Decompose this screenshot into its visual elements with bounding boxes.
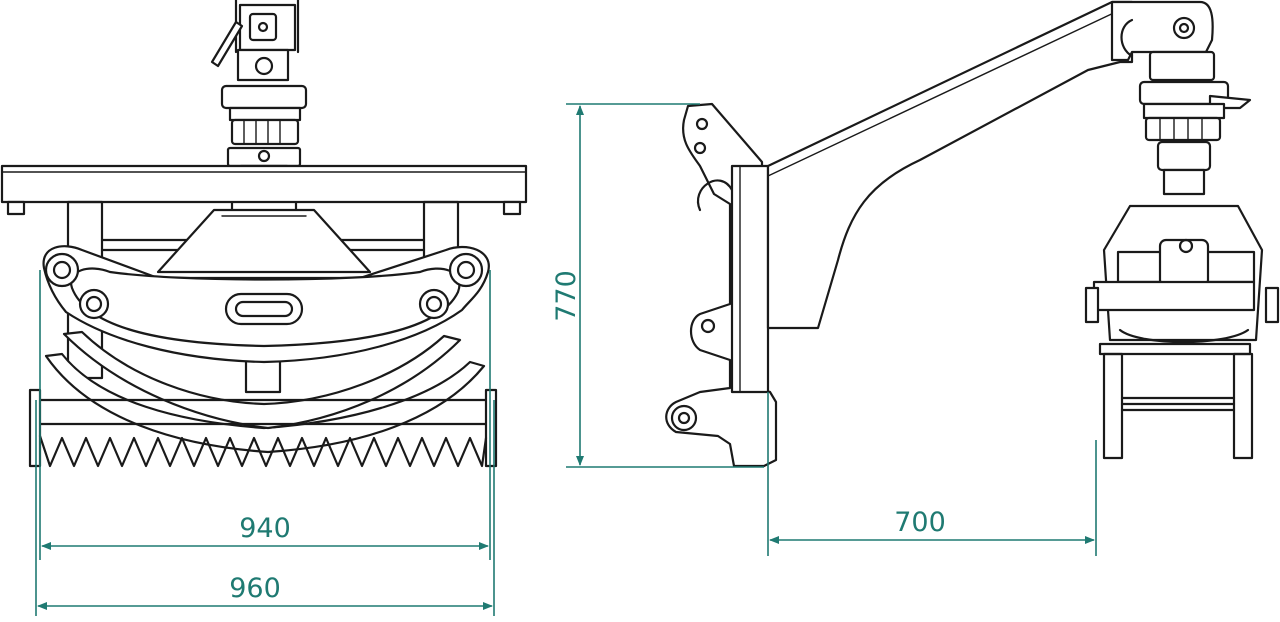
body-slot: [224, 292, 304, 326]
dim-700-label: 700: [894, 507, 946, 538]
dim-960-label: 960: [229, 573, 281, 604]
boom-arm: [766, 0, 1134, 330]
dim-940-label: 940: [239, 513, 291, 544]
side-grapple: [1084, 204, 1280, 460]
teeth: [38, 434, 488, 468]
column: [730, 164, 770, 394]
side-view-crane: [665, 0, 1280, 468]
top-crossbeam: [0, 164, 528, 216]
front-view-grapple: [0, 0, 528, 468]
dimension-lines: 940 960 770 700: [35, 103, 1097, 616]
dim-770-label: 770: [551, 270, 582, 322]
grapple-head: [156, 208, 372, 274]
side-rotator: [1138, 50, 1252, 196]
